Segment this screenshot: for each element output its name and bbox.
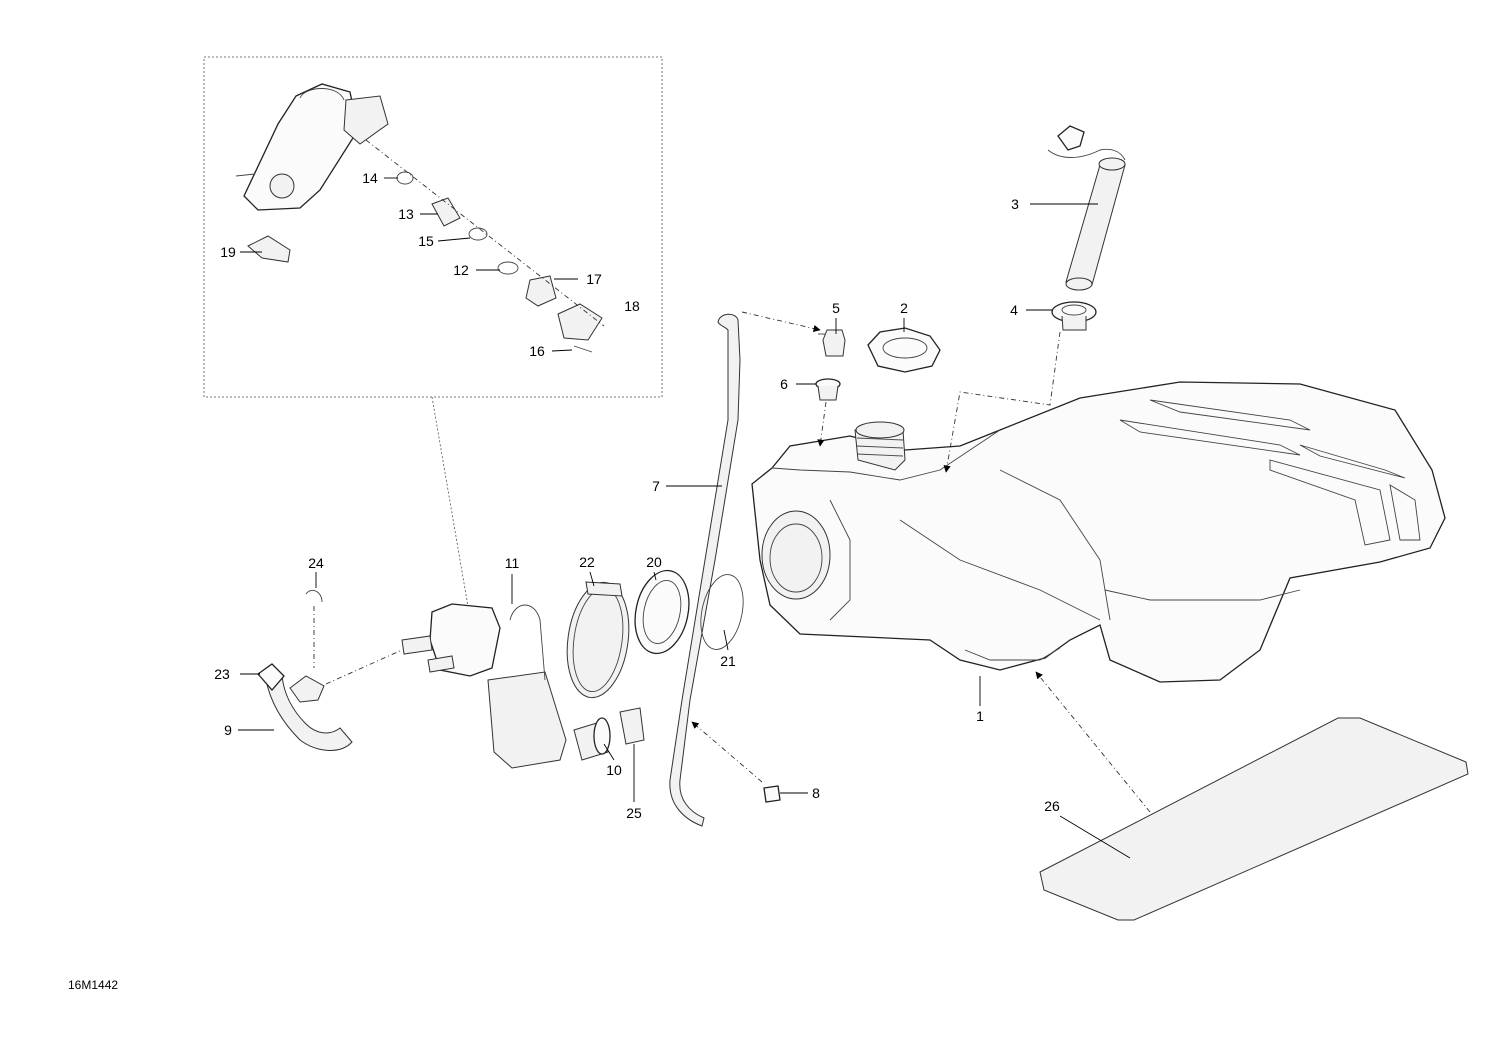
- fuel-line: [265, 675, 353, 751]
- callout-17: 17: [586, 271, 602, 287]
- vent-valve: [818, 329, 846, 357]
- callout-20: 20: [646, 554, 662, 570]
- callout-leaders: [238, 177, 1131, 859]
- tank-seal: [700, 574, 744, 650]
- callout-26: 26: [1044, 798, 1060, 814]
- callout-23: 23: [214, 666, 230, 682]
- callout-8: 8: [812, 785, 820, 801]
- callout-14: 14: [362, 170, 378, 186]
- pressure-regulator-17: [525, 275, 557, 307]
- gasket-18: [557, 303, 603, 341]
- callout-18: 18: [624, 298, 640, 314]
- arrow-grommet-to-tank: [817, 401, 827, 447]
- callout-2: 2: [900, 300, 908, 316]
- bracket-19: [247, 235, 291, 263]
- drawing-reference-number: 16M1442: [68, 978, 119, 992]
- sender-grommet: [1051, 301, 1097, 331]
- check-valve: [619, 707, 645, 745]
- arrow-clip-to-hose: [691, 721, 763, 783]
- callout-19: 19: [220, 244, 236, 260]
- screw-16: [573, 345, 593, 353]
- fuel-level-sender: [1047, 125, 1126, 291]
- inset-detail-frame: [203, 56, 663, 398]
- callout-21: 21: [720, 653, 736, 669]
- hose-clamp: [566, 581, 630, 699]
- o-ring-15: [468, 227, 488, 241]
- callout-10: 10: [606, 762, 622, 778]
- quick-connector: [257, 663, 285, 691]
- callout-11: 11: [505, 555, 520, 571]
- callout-15: 15: [418, 233, 434, 249]
- fuel-pump-detail: [235, 83, 389, 211]
- callout-6: 6: [780, 376, 788, 392]
- pump-fitting: [573, 717, 611, 761]
- fuel-tank: [751, 381, 1446, 683]
- callout-5: 5: [832, 300, 840, 316]
- heat-shield-pad: [1039, 717, 1469, 921]
- fuel-filter-13: [431, 197, 461, 227]
- callout-4: 4: [1010, 302, 1018, 318]
- callout-13: 13: [398, 206, 414, 222]
- vent-hose: [669, 313, 741, 827]
- callout-16: 16: [529, 343, 545, 359]
- callout-7: 7: [652, 478, 660, 494]
- arrow-pad-to-tank: [1035, 671, 1151, 813]
- o-ring-14: [396, 171, 414, 185]
- inset-assembly-axis: [365, 139, 605, 327]
- callout-9: 9: [224, 722, 232, 738]
- callout-24: 24: [308, 555, 324, 571]
- hose-clip: [763, 785, 781, 803]
- callout-3: 3: [1011, 196, 1019, 212]
- callout-1: 1: [976, 708, 984, 724]
- arrow-sender-to-tank: [943, 331, 1061, 473]
- inset-connector-line: [431, 396, 471, 619]
- vent-valve-grommet: [815, 378, 841, 401]
- callout-22: 22: [579, 554, 595, 570]
- gas-cap: [867, 327, 941, 373]
- o-ring-12: [497, 261, 519, 275]
- fuel-pump-module: [401, 603, 567, 769]
- retaining-clip: [305, 589, 323, 603]
- fuel-line-axis: [325, 649, 403, 685]
- callout-12: 12: [453, 262, 469, 278]
- callout-25: 25: [626, 805, 642, 821]
- locking-ring: [634, 569, 690, 655]
- arrow-vent-hose-to-valve: [741, 311, 821, 333]
